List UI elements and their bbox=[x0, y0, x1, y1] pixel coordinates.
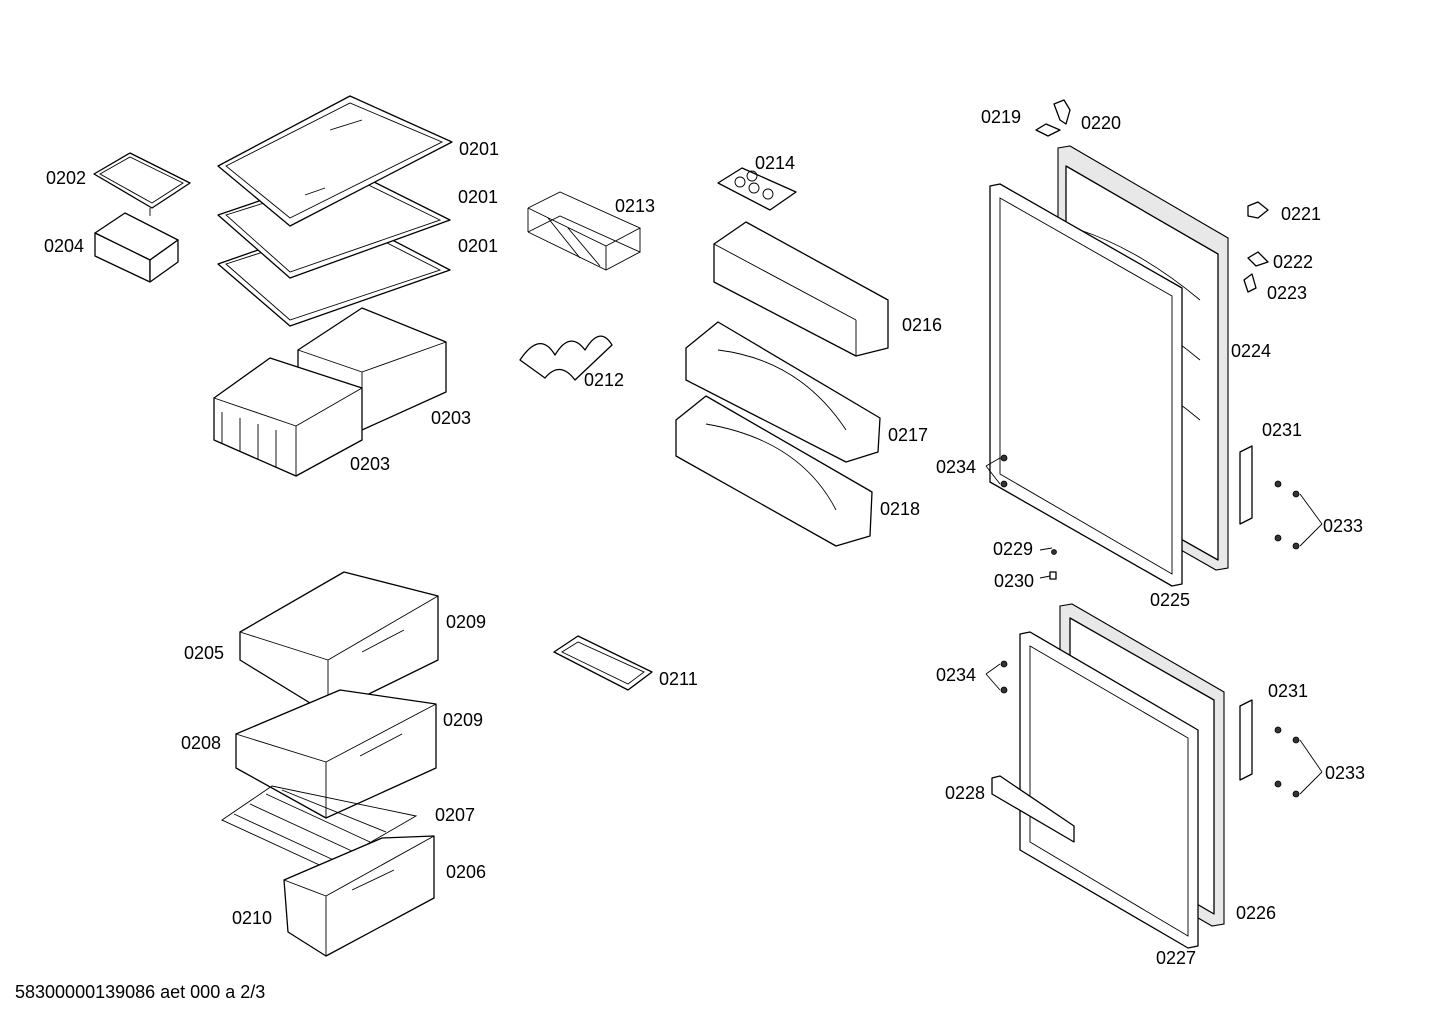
part-0214-egg-tray bbox=[717, 167, 797, 211]
part-hinges bbox=[1035, 99, 1269, 293]
part-0202-shelf bbox=[93, 152, 191, 216]
part-0216-door-shelf bbox=[713, 221, 889, 357]
part-0208-drawer bbox=[235, 689, 437, 819]
label-0233: 0233 bbox=[1325, 763, 1366, 783]
label-0201: 0201 bbox=[458, 236, 499, 256]
part-screws bbox=[985, 454, 1323, 798]
label-0201: 0201 bbox=[458, 187, 499, 207]
label-0206: 0206 bbox=[446, 862, 487, 882]
label-0216: 0216 bbox=[902, 315, 943, 335]
label-0209: 0209 bbox=[443, 710, 484, 730]
part-0201-glass-shelves bbox=[217, 95, 453, 327]
label-0201: 0201 bbox=[459, 139, 500, 159]
label-0203: 0203 bbox=[431, 408, 472, 428]
part-0207-wire-shelf bbox=[221, 785, 418, 869]
label-0211: 0211 bbox=[659, 669, 698, 689]
part-0204-box bbox=[94, 212, 179, 283]
part-0217-door-shelf bbox=[685, 321, 881, 463]
label-0223: 0223 bbox=[1267, 283, 1308, 303]
label-0224: 0224 bbox=[1231, 341, 1272, 361]
part-0218-door-shelf bbox=[675, 395, 873, 547]
label-0217: 0217 bbox=[888, 425, 929, 445]
label-0228: 0228 bbox=[945, 783, 986, 803]
label-0221: 0221 bbox=[1281, 204, 1322, 224]
part-0212-bottle-holder bbox=[519, 335, 613, 381]
label-0231: 0231 bbox=[1262, 420, 1303, 440]
label-0233: 0233 bbox=[1323, 516, 1364, 536]
label-0210: 0210 bbox=[232, 908, 273, 928]
label-0203: 0203 bbox=[350, 454, 391, 474]
label-0205: 0205 bbox=[184, 643, 225, 663]
part-0205-drawer bbox=[239, 571, 439, 715]
label-0212: 0212 bbox=[584, 370, 625, 390]
label-0222: 0222 bbox=[1273, 252, 1314, 272]
label-0225: 0225 bbox=[1150, 590, 1191, 610]
part-0213-wire-rack bbox=[527, 191, 642, 271]
part-0228-trim bbox=[991, 775, 1075, 843]
part-0225-upper-gasket bbox=[989, 183, 1183, 587]
label-0218: 0218 bbox=[880, 499, 921, 519]
label-0234: 0234 bbox=[936, 665, 977, 685]
label-0209: 0209 bbox=[446, 612, 487, 632]
label-0226: 0226 bbox=[1236, 903, 1277, 923]
part-0231-handles bbox=[1239, 445, 1253, 781]
label-0204: 0204 bbox=[44, 236, 85, 256]
part-0206-drawer bbox=[283, 835, 435, 957]
label-0202: 0202 bbox=[46, 168, 87, 188]
part-0203-baskets bbox=[213, 307, 447, 477]
label-0220: 0220 bbox=[1081, 113, 1122, 133]
part-0227-lower-gasket bbox=[1019, 631, 1199, 949]
label-0214: 0214 bbox=[755, 153, 796, 173]
label-0234: 0234 bbox=[936, 457, 977, 477]
label-0227: 0227 bbox=[1156, 948, 1197, 968]
label-0208: 0208 bbox=[181, 733, 222, 753]
label-0207: 0207 bbox=[435, 805, 476, 825]
label-0229: 0229 bbox=[993, 539, 1034, 559]
label-0213: 0213 bbox=[615, 196, 656, 216]
part-0211-ice-tray bbox=[553, 635, 653, 691]
document-id-footer: 58300000139086 aet 000 a 2/3 bbox=[15, 982, 266, 1002]
label-0231: 0231 bbox=[1268, 681, 1309, 701]
label-0230: 0230 bbox=[994, 571, 1035, 591]
label-0219: 0219 bbox=[981, 107, 1022, 127]
